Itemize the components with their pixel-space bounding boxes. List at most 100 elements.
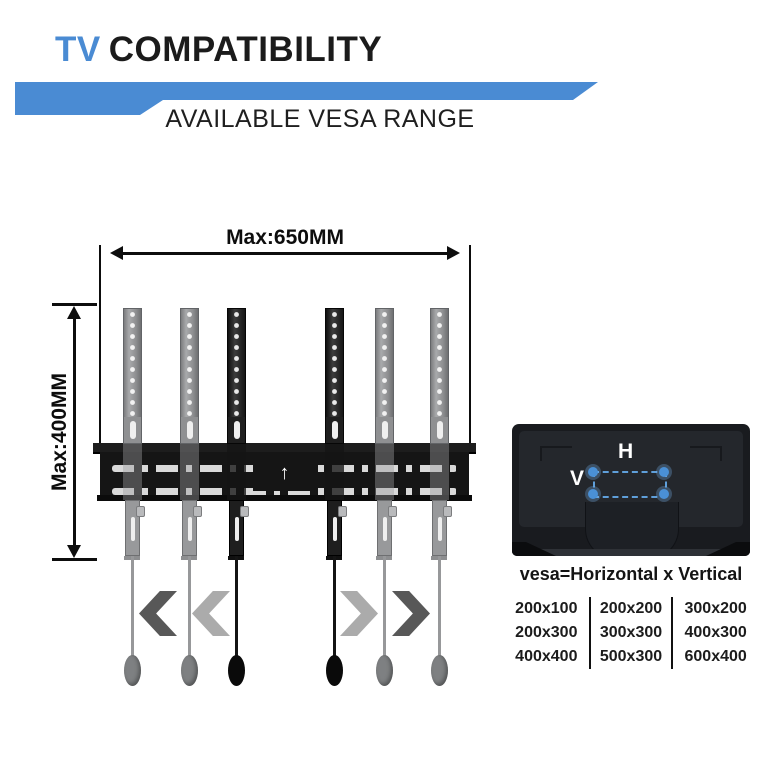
- pull-cord: [131, 556, 134, 660]
- arrowhead-left-icon: [110, 246, 123, 260]
- vesa-size-table: 200x100 200x200 300x200 200x300 300x300 …: [504, 597, 758, 669]
- chevron-right-icon: [340, 591, 378, 636]
- rail-through-plate: [325, 444, 344, 500]
- pull-cord: [438, 556, 441, 660]
- mount-rail: [325, 308, 344, 444]
- lock-latch: [338, 506, 347, 517]
- rail-slot: [129, 421, 136, 439]
- rail-through-plate: [375, 444, 394, 500]
- vesa-size-cell: 300x200: [684, 600, 747, 617]
- tv-bottom-edge: [512, 549, 750, 556]
- rail-bottom: [326, 417, 343, 443]
- pull-cord: [383, 556, 386, 660]
- vesa-size-cell: 500x300: [588, 645, 674, 669]
- plate-slot-row: [112, 488, 457, 495]
- tv-back-panel: H V: [512, 424, 750, 556]
- height-tick-top: [52, 303, 97, 306]
- pull-cord: [333, 556, 336, 660]
- wall-plate-body: ↑: [100, 452, 469, 496]
- vesa-horizontal-label: H: [618, 440, 634, 463]
- rail-bottom: [124, 417, 141, 443]
- mount-rail: [180, 308, 199, 444]
- vesa-size-cell: 400x400: [515, 648, 578, 665]
- vesa-corner-dot: [659, 489, 669, 499]
- vesa-size-cell: 200x300: [515, 624, 578, 641]
- pull-cord: [235, 556, 238, 660]
- pull-cord: [188, 556, 191, 660]
- lock-latch: [193, 506, 202, 517]
- rail-bottom: [181, 417, 198, 443]
- vesa-corner-dot: [588, 467, 598, 477]
- vesa-size-cell: 400x300: [684, 624, 747, 641]
- rail-lower-hook: [432, 500, 452, 556]
- rail-lower-hook: [125, 500, 145, 556]
- cord-weight: [431, 655, 448, 686]
- vesa-vertical-label: V: [570, 467, 585, 490]
- rail-bottom: [431, 417, 448, 443]
- mount-rail: [375, 308, 394, 444]
- wall-plate: ↑: [93, 443, 476, 501]
- mount-rail: [227, 308, 246, 444]
- rail-slot: [332, 517, 337, 541]
- title-text: COMPATIBILITY: [108, 30, 383, 69]
- chevron-left-icon: [192, 591, 230, 636]
- vesa-corner-dot: [659, 467, 669, 477]
- vesa-size-cell: 200x100: [515, 600, 578, 617]
- chevron-right-icon: [392, 591, 430, 636]
- rail-slot: [234, 517, 239, 541]
- rail-bottom: [376, 417, 393, 443]
- rail-lower-hook: [229, 500, 249, 556]
- height-tick-bottom: [52, 558, 97, 561]
- rail-slot: [233, 421, 240, 439]
- cord-weight: [326, 655, 343, 686]
- vesa-size-cell: 200x200: [588, 597, 674, 621]
- lock-latch: [443, 506, 452, 517]
- rail-slot: [382, 517, 387, 541]
- vesa-size-cell: 600x400: [684, 648, 747, 665]
- tv-stand-mount: [585, 502, 679, 556]
- lock-latch: [136, 506, 145, 517]
- plate-center-panel: [252, 461, 317, 491]
- chevron-left-icon: [139, 591, 177, 636]
- lock-latch: [240, 506, 249, 517]
- rail-slot: [437, 517, 442, 541]
- arrowhead-right-icon: [447, 246, 460, 260]
- arrowhead-down-icon: [67, 545, 81, 558]
- lock-latch: [388, 506, 397, 517]
- rail-through-plate: [180, 444, 199, 500]
- title-accent: TV: [55, 30, 101, 69]
- height-dimension-line: [73, 314, 76, 550]
- extension-line-right: [469, 245, 471, 443]
- vesa-size-cell: 300x300: [588, 621, 674, 645]
- panel-groove: [540, 446, 572, 461]
- wall-plate-bottom-edge: [97, 495, 472, 501]
- rail-slot: [130, 517, 135, 541]
- extension-line-left: [99, 245, 101, 443]
- vesa-formula: vesa=Horizontal x Vertical: [519, 564, 743, 584]
- rail-lower-hook: [327, 500, 347, 556]
- rail-lower-hook: [182, 500, 202, 556]
- max-width-label: Max:650MM: [226, 226, 344, 249]
- arrowhead-up-icon: [67, 306, 81, 319]
- rail-lower-hook: [377, 500, 397, 556]
- rail-through-plate: [430, 444, 449, 500]
- cord-weight: [228, 655, 245, 686]
- rail-through-plate: [227, 444, 246, 500]
- rail-slot: [186, 421, 193, 439]
- cord-weight: [124, 655, 141, 686]
- mount-rail: [123, 308, 142, 444]
- rail-slot: [381, 421, 388, 439]
- vesa-corner-dot: [588, 489, 598, 499]
- rail-slot: [187, 517, 192, 541]
- rail-through-plate: [123, 444, 142, 500]
- mount-rail: [430, 308, 449, 444]
- rail-slot: [436, 421, 443, 439]
- panel-groove: [690, 446, 722, 461]
- rail-bottom: [228, 417, 245, 443]
- rail-slot: [331, 421, 338, 439]
- subtitle: AVAILABLE VESA RANGE: [165, 105, 475, 133]
- cord-weight: [181, 655, 198, 686]
- width-dimension-line: [122, 252, 448, 255]
